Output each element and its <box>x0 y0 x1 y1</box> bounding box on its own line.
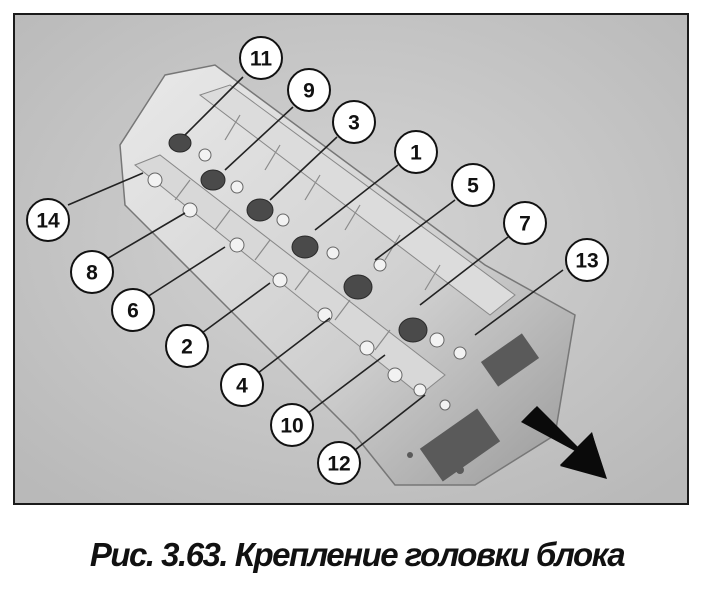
callout-label: 13 <box>575 250 598 273</box>
cylinder-head-photo: 11 9 3 1 5 7 13 14 8 6 2 4 10 12 <box>15 15 687 503</box>
callout-label: 9 <box>303 80 315 103</box>
leader-lines <box>67 76 564 451</box>
callout-label: 12 <box>327 453 350 476</box>
callout-label: 1 <box>410 142 422 165</box>
callout-label: 10 <box>280 415 303 438</box>
callout-label: 3 <box>348 112 360 135</box>
callout-label: 8 <box>86 262 98 285</box>
direction-arrow <box>521 406 607 479</box>
callout-label: 5 <box>467 175 479 198</box>
figure-frame: 11 9 3 1 5 7 13 14 8 6 2 4 10 12 <box>13 13 689 505</box>
cylinder-head <box>119 64 576 486</box>
callout-label: 4 <box>236 375 248 398</box>
callout-label: 14 <box>36 210 60 233</box>
figure-caption: Рис. 3.63. Крепление головки блока <box>89 536 626 573</box>
callout-label: 6 <box>127 300 139 323</box>
callout-label: 2 <box>181 336 193 359</box>
callout-label: 7 <box>519 213 531 236</box>
callout-label: 11 <box>250 48 273 71</box>
callout-circles <box>26 36 609 485</box>
